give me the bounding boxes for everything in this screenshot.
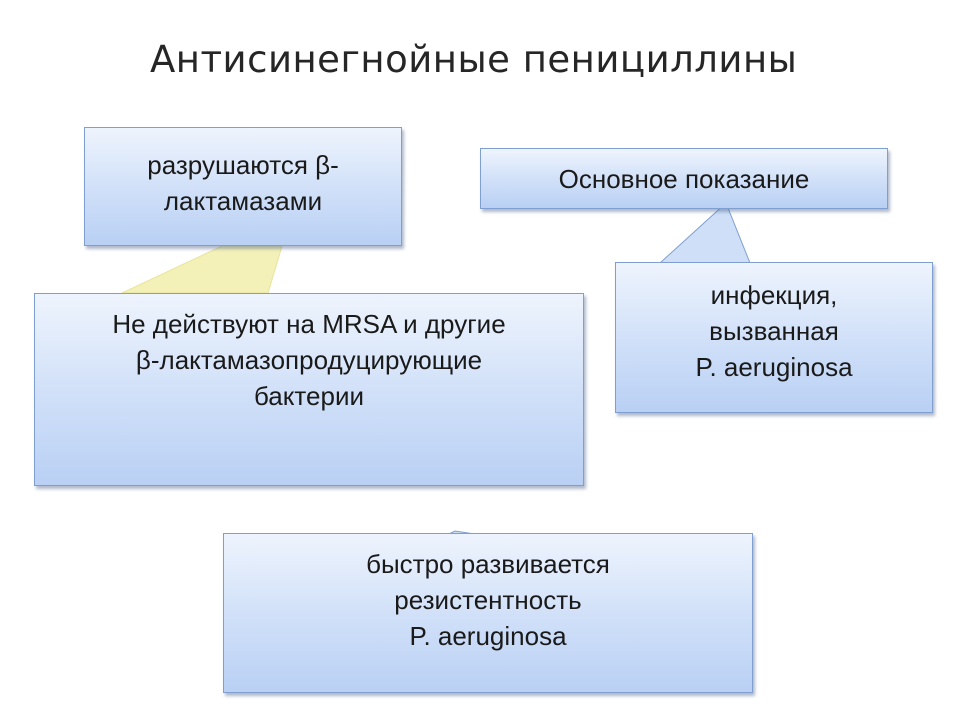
box-text-line: вызванная: [709, 316, 839, 346]
box-rapid-resistance: быстро развивается резистентность P. aer…: [223, 533, 753, 693]
callout-pointer: [658, 202, 751, 264]
box-text-line: инфекция,: [710, 280, 838, 310]
box-text-line: P. aeruginosa: [695, 352, 853, 382]
yellow-callout-wedge: [121, 245, 283, 294]
box-text-line: быстро развивается: [366, 549, 610, 579]
box-destroyed-by-beta-lactamases: разрушаются β- лактамазами: [84, 127, 402, 246]
box-mrsa-ineffective: Не действуют на MRSA и другие β-лактамаз…: [34, 293, 584, 486]
box-main-indication: Основное показание: [480, 148, 888, 209]
box-text-line: β-лактамазопродуцирующие: [135, 345, 483, 375]
box-text-line: P. aeruginosa: [409, 621, 567, 651]
box-text-line: Основное показание: [558, 163, 810, 194]
box-text-line: резистентность: [394, 585, 582, 615]
box-text-line: бактерии: [253, 381, 364, 411]
box-text-line: лактамазами: [163, 186, 323, 216]
slide-title: Антисинегнойные пенициллины: [150, 38, 798, 81]
box-text-line: разрушаются β-: [147, 150, 339, 180]
box-text-line: Не действуют на MRSA и другие: [112, 309, 506, 339]
box-infection-p-aeruginosa: инфекция, вызванная P. aeruginosa: [615, 262, 933, 413]
